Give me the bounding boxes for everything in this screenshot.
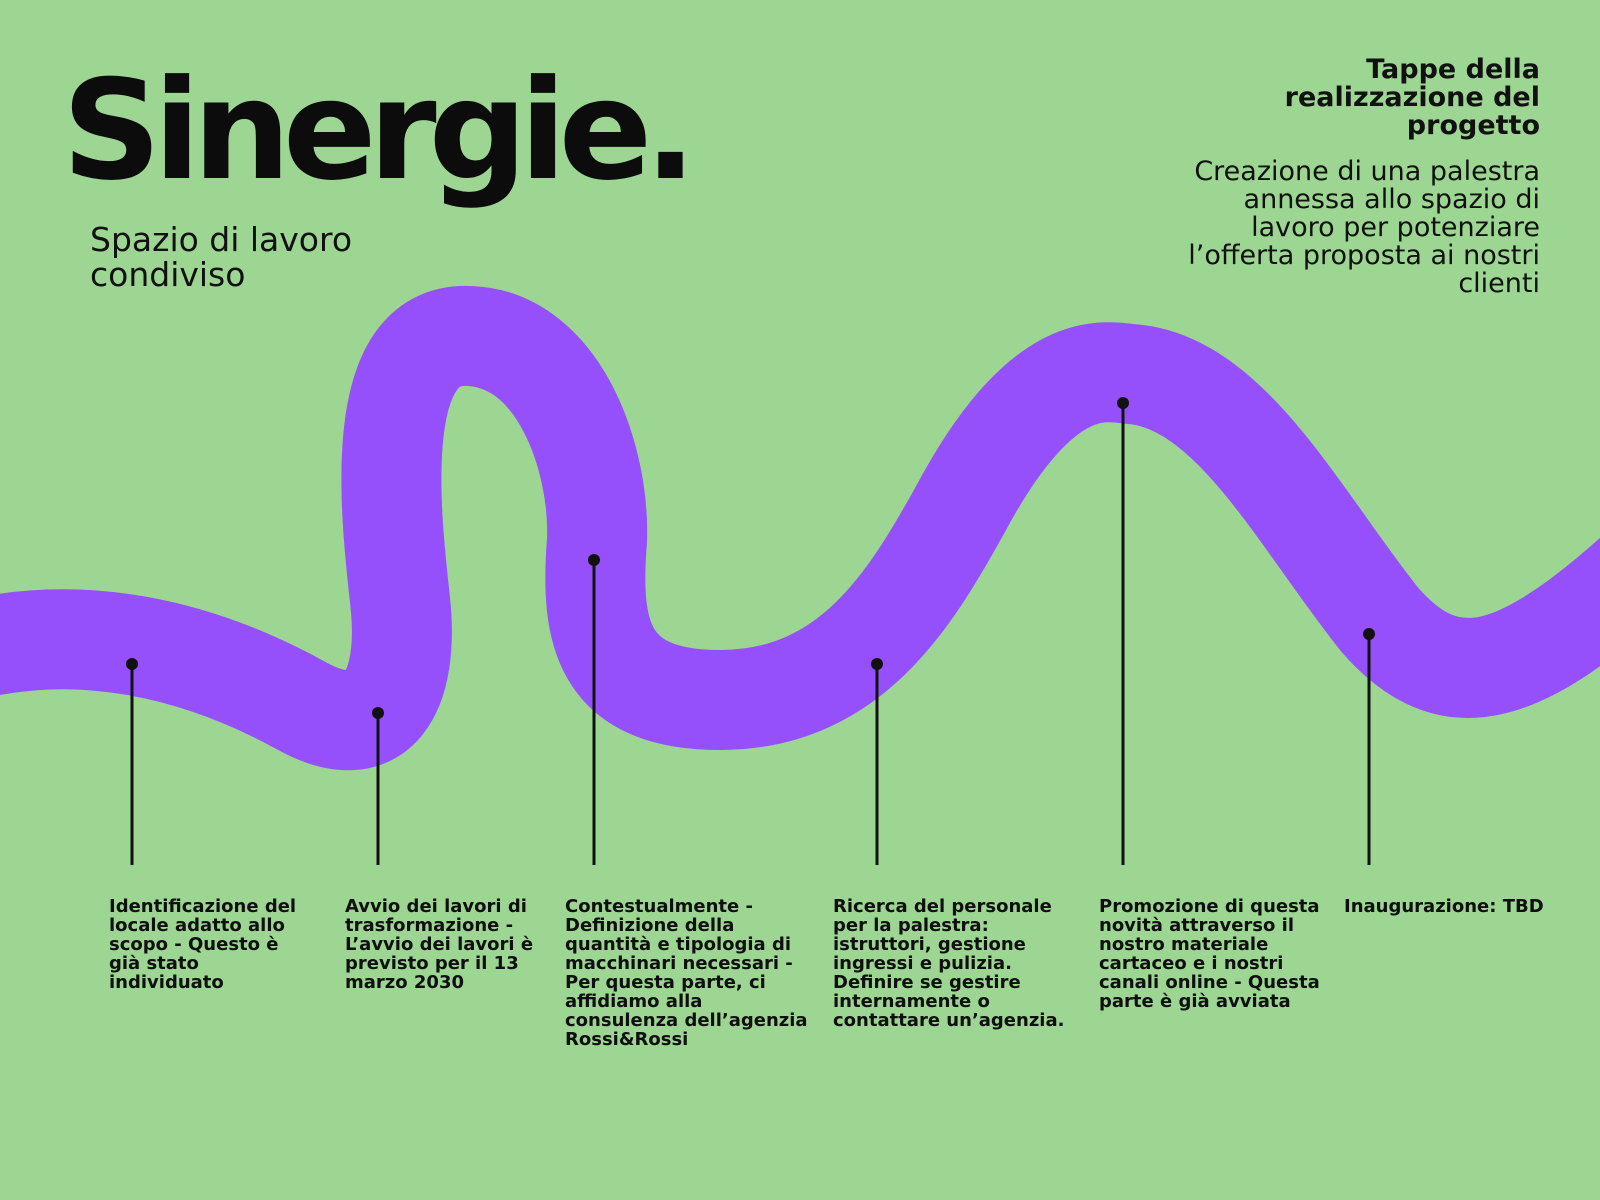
milestone-label-4: Ricerca del personale per la palestra: i…	[833, 896, 1065, 1031]
page-subtitle: Spazio di lavoro condiviso	[90, 220, 353, 294]
milestone-dot	[1363, 628, 1375, 640]
summary-heading: Tappe della realizzazione del progetto	[1284, 54, 1540, 141]
milestone-dot	[871, 658, 883, 670]
summary-block: Tappe della realizzazione del progetto C…	[1160, 56, 1540, 298]
milestone-label-3: Contestualmente - Definizione della quan…	[565, 896, 808, 1050]
milestone-marker-5	[1117, 397, 1129, 865]
milestone-label-1: Identificazione del locale adatto allo s…	[109, 896, 297, 993]
milestone-dot	[1117, 397, 1129, 409]
milestone-dot	[126, 658, 138, 670]
page-title: Sinergie.	[62, 50, 697, 211]
milestone-marker-2	[372, 707, 384, 865]
milestone-marker-1	[126, 658, 138, 865]
milestone-marker-3	[588, 554, 600, 865]
milestone-label-6: Inaugurazione: TBD	[1344, 896, 1544, 917]
milestone-marker-6	[1363, 628, 1375, 865]
milestone-dot	[588, 554, 600, 566]
milestone-dot	[372, 707, 384, 719]
timeline-ribbon	[0, 286, 1600, 771]
summary-description: Creazione di una palestra annessa allo s…	[1188, 156, 1540, 299]
milestone-label-5: Promozione di questa novità attraverso i…	[1099, 896, 1320, 1012]
milestone-label-2: Avvio dei lavori di trasformazione - L’a…	[345, 896, 534, 993]
milestone-marker-4	[871, 658, 883, 865]
